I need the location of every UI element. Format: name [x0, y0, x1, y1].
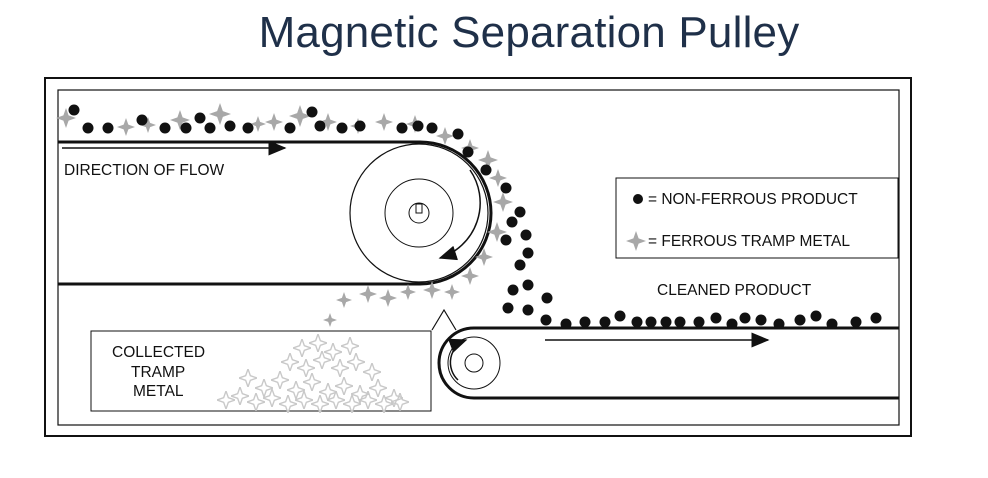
- non-ferrous-dot: [794, 314, 806, 326]
- non-ferrous-dot: [242, 122, 254, 134]
- collected-label-line2: TRAMP: [131, 364, 185, 381]
- pulley-rotation-arrow: [438, 169, 481, 261]
- splitter-wedge: [431, 308, 457, 331]
- ferrous-star: [117, 118, 135, 136]
- non-ferrous-dot: [500, 234, 512, 246]
- non-ferrous-dot: [68, 104, 80, 116]
- non-ferrous-dot: [314, 120, 326, 132]
- non-ferrous-dot: [826, 318, 838, 330]
- non-ferrous-dot: [284, 122, 296, 134]
- collected-label-line1: COLLECTED: [112, 344, 205, 361]
- ferrous-star: [475, 248, 493, 266]
- non-ferrous-dot: [631, 316, 643, 328]
- non-ferrous-dot: [522, 247, 534, 259]
- non-ferrous-dot: [522, 279, 534, 291]
- non-ferrous-dot: [500, 182, 512, 194]
- non-ferrous-dot: [810, 310, 822, 322]
- ferrous-star: [359, 285, 377, 303]
- non-ferrous-dot: [180, 122, 192, 134]
- ferrous-star: [375, 113, 393, 131]
- non-ferrous-dot: [599, 316, 611, 328]
- non-ferrous-dot: [710, 312, 722, 324]
- cleaned-conveyor: [437, 326, 899, 400]
- non-ferrous-dot: [452, 128, 464, 140]
- non-ferrous-dot: [579, 316, 591, 328]
- non-ferrous-dot: [674, 316, 686, 328]
- non-ferrous-dot: [726, 318, 738, 330]
- non-ferrous-dot: [514, 259, 526, 271]
- non-ferrous-dot: [159, 122, 171, 134]
- cleaned-product-label: CLEANED PRODUCT: [657, 282, 812, 299]
- non-ferrous-dot: [224, 120, 236, 132]
- non-ferrous-dot: [693, 316, 705, 328]
- non-ferrous-dot: [773, 318, 785, 330]
- non-ferrous-dot: [462, 146, 474, 158]
- ferrous-star: [493, 192, 513, 212]
- non-ferrous-dot: [136, 114, 148, 126]
- ferrous-star: [265, 113, 283, 131]
- non-ferrous-particles: [68, 104, 882, 330]
- non-ferrous-dot: [870, 312, 882, 324]
- legend: = NON-FERROUS PRODUCT = FERROUS TRAMP ME…: [615, 177, 899, 259]
- non-ferrous-dot: [502, 302, 514, 314]
- non-ferrous-dot: [396, 122, 408, 134]
- non-ferrous-dot: [614, 310, 626, 322]
- ferrous-star: [336, 292, 352, 308]
- non-ferrous-dot: [560, 318, 572, 330]
- non-ferrous-dot: [102, 122, 114, 134]
- non-ferrous-dot: [739, 312, 751, 324]
- non-ferrous-dot: [336, 122, 348, 134]
- legend-non-ferrous-label: = NON-FERROUS PRODUCT: [648, 191, 858, 208]
- non-ferrous-dot: [426, 122, 438, 134]
- ferrous-star: [379, 289, 397, 307]
- ferrous-star: [436, 127, 454, 145]
- non-ferrous-dot: [412, 120, 424, 132]
- ferrous-particles: [56, 103, 513, 327]
- collected-label-line3: METAL: [133, 383, 184, 400]
- inner-frame: [57, 89, 900, 426]
- non-ferrous-dot: [306, 106, 318, 118]
- magnetic-pulley: [349, 143, 489, 283]
- non-ferrous-dot: [645, 316, 657, 328]
- non-ferrous-dot: [520, 229, 532, 241]
- non-ferrous-dot: [522, 304, 534, 316]
- ferrous-star: [323, 313, 337, 327]
- collected-tramp-metal-bin: COLLECTED TRAMP METAL: [90, 330, 432, 412]
- non-ferrous-dot: [204, 122, 216, 134]
- legend-dot-icon: [633, 194, 643, 204]
- non-ferrous-dot: [514, 206, 526, 218]
- non-ferrous-dot: [194, 112, 206, 124]
- diagram-title: Magnetic Separation Pulley: [258, 8, 800, 57]
- ferrous-star: [444, 284, 460, 300]
- non-ferrous-dot: [506, 216, 518, 228]
- non-ferrous-dot: [540, 314, 552, 326]
- non-ferrous-dot: [850, 316, 862, 328]
- non-ferrous-dot: [755, 314, 767, 326]
- non-ferrous-dot: [480, 164, 492, 176]
- non-ferrous-dot: [507, 284, 519, 296]
- non-ferrous-dot: [82, 122, 94, 134]
- non-ferrous-dot: [354, 120, 366, 132]
- legend-ferrous-label: = FERROUS TRAMP METAL: [648, 233, 850, 250]
- outer-frame: [44, 77, 912, 437]
- ferrous-star: [400, 284, 416, 300]
- non-ferrous-dot: [541, 292, 553, 304]
- direction-of-flow-label: DIRECTION OF FLOW: [64, 162, 225, 179]
- non-ferrous-dot: [660, 316, 672, 328]
- main-conveyor: [58, 140, 493, 286]
